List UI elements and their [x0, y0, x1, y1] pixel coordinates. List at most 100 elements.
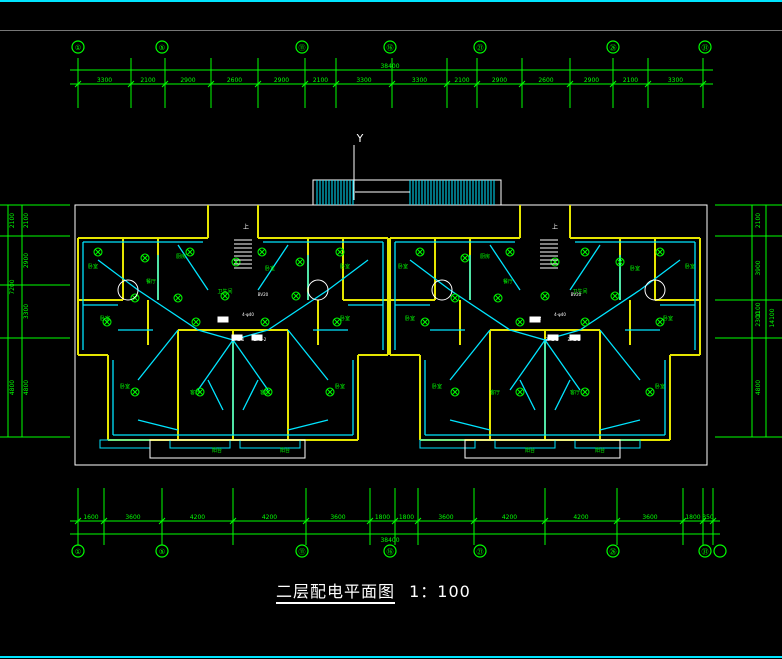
left-inner-label: 2100 — [9, 213, 16, 228]
fixture-cross — [516, 318, 524, 326]
wire-run — [197, 339, 234, 391]
wire-run — [207, 379, 224, 411]
top-tick-slash — [609, 80, 617, 88]
window-strip — [574, 439, 641, 449]
light-fixture — [263, 387, 273, 397]
bottom-tick-slash — [302, 517, 310, 525]
fixture-cross — [451, 388, 459, 396]
wire-run — [177, 244, 209, 291]
axis-label-top: ① — [75, 44, 81, 52]
frame-bottom-border — [0, 656, 782, 658]
axis-label-bottom: ⑯ — [387, 548, 394, 556]
left-inner-label: 7200 — [9, 279, 16, 294]
room-label: 卧室 — [630, 265, 640, 272]
fixture-cross — [581, 388, 589, 396]
axis-bubble-bottom — [713, 544, 727, 558]
top-segment-label: 3300 — [412, 77, 427, 84]
bottom-tick-slash — [613, 517, 621, 525]
fixture-cross — [611, 292, 619, 300]
fixture-cross — [196, 388, 204, 396]
bottom-tick-slash — [229, 517, 237, 525]
drawing-caption: 二层配电平面图 1：100 — [276, 578, 471, 604]
wire-run — [449, 289, 511, 331]
axis-bubble-bottom — [155, 544, 169, 558]
wire-run — [267, 289, 329, 331]
bottom-tick-slash — [414, 517, 422, 525]
caption-scale: 1：100 — [409, 582, 471, 601]
light-fixture — [493, 293, 503, 303]
bottom-segment-label: 3600 — [125, 514, 140, 521]
wire-run — [409, 259, 451, 291]
building-outline — [74, 145, 708, 466]
bottom-tick-slash — [470, 517, 478, 525]
right-inner-label: 14100 — [769, 308, 776, 327]
axis-label-top: ⑪ — [299, 44, 306, 52]
wire-run — [519, 379, 536, 411]
light-fixture — [610, 291, 620, 301]
light-fixture — [291, 291, 301, 301]
light-fixture — [220, 291, 230, 301]
top-tick-slash — [254, 80, 262, 88]
bottom-tick-slash — [699, 517, 707, 525]
top-segment-label: 2900 — [584, 77, 599, 84]
room-label: 上 — [552, 223, 558, 231]
wire-run — [509, 339, 546, 391]
fixture-cross — [581, 318, 589, 326]
fixture-cross — [103, 318, 111, 326]
light-fixture — [580, 387, 590, 397]
wire-run — [489, 244, 521, 291]
axis-label-bottom: ⑤ — [159, 548, 165, 556]
axis-bubble-bottom — [295, 544, 309, 558]
room-label: 卧室 — [405, 315, 415, 322]
bottom-segment-label: 3600 — [330, 514, 345, 521]
wire-run — [287, 419, 329, 431]
bottom-segment-label: 1600 — [83, 514, 98, 521]
fixture-cross — [506, 248, 514, 256]
light-fixture — [550, 257, 560, 267]
room-label: ZM2 — [533, 316, 542, 321]
axis-bubble-bottom — [383, 544, 397, 558]
light-fixture — [505, 247, 515, 257]
axis-label-top: ⑯ — [387, 44, 394, 52]
axis-label-top: ㉖ — [610, 44, 617, 52]
bottom-tick-slash — [541, 517, 549, 525]
fixture-cross — [336, 248, 344, 256]
round-fixture — [307, 279, 329, 301]
top-tick-slash — [388, 80, 396, 88]
top-tick-slash — [473, 80, 481, 88]
wire-run — [242, 379, 259, 411]
right-outer-label: 4800 — [755, 380, 762, 395]
fixture-cross — [296, 258, 304, 266]
bottom-segment-label: 1800 — [399, 514, 414, 521]
axis-bubble-top — [295, 40, 309, 54]
room-label: 客厅 — [570, 389, 580, 396]
bottom-balcony-left — [149, 439, 306, 459]
fixture-cross — [656, 318, 664, 326]
room-label: 上 — [243, 223, 249, 231]
light-fixture — [130, 387, 140, 397]
north-mark: Y — [356, 132, 364, 145]
fixture-cross — [292, 292, 300, 300]
top-tick-slash — [644, 80, 652, 88]
fixture-cross — [94, 248, 102, 256]
light-fixture — [655, 247, 665, 257]
top-segment-label: 2600 — [538, 77, 553, 84]
top-segment-label: 2100 — [623, 77, 638, 84]
frame-top-border — [0, 0, 782, 2]
light-fixture — [655, 317, 665, 327]
top-segment-label: 2900 — [180, 77, 195, 84]
panel-box — [231, 334, 243, 341]
fixture-cross — [581, 248, 589, 256]
right-outer-label: 3900 — [755, 260, 762, 275]
room-label: 4-φ40 — [242, 312, 254, 317]
top-segment-label: 2900 — [274, 77, 289, 84]
wire-run — [579, 289, 641, 331]
light-fixture — [195, 387, 205, 397]
fixture-cross — [131, 388, 139, 396]
light-fixture — [450, 387, 460, 397]
top-segment-label: 2600 — [227, 77, 242, 84]
